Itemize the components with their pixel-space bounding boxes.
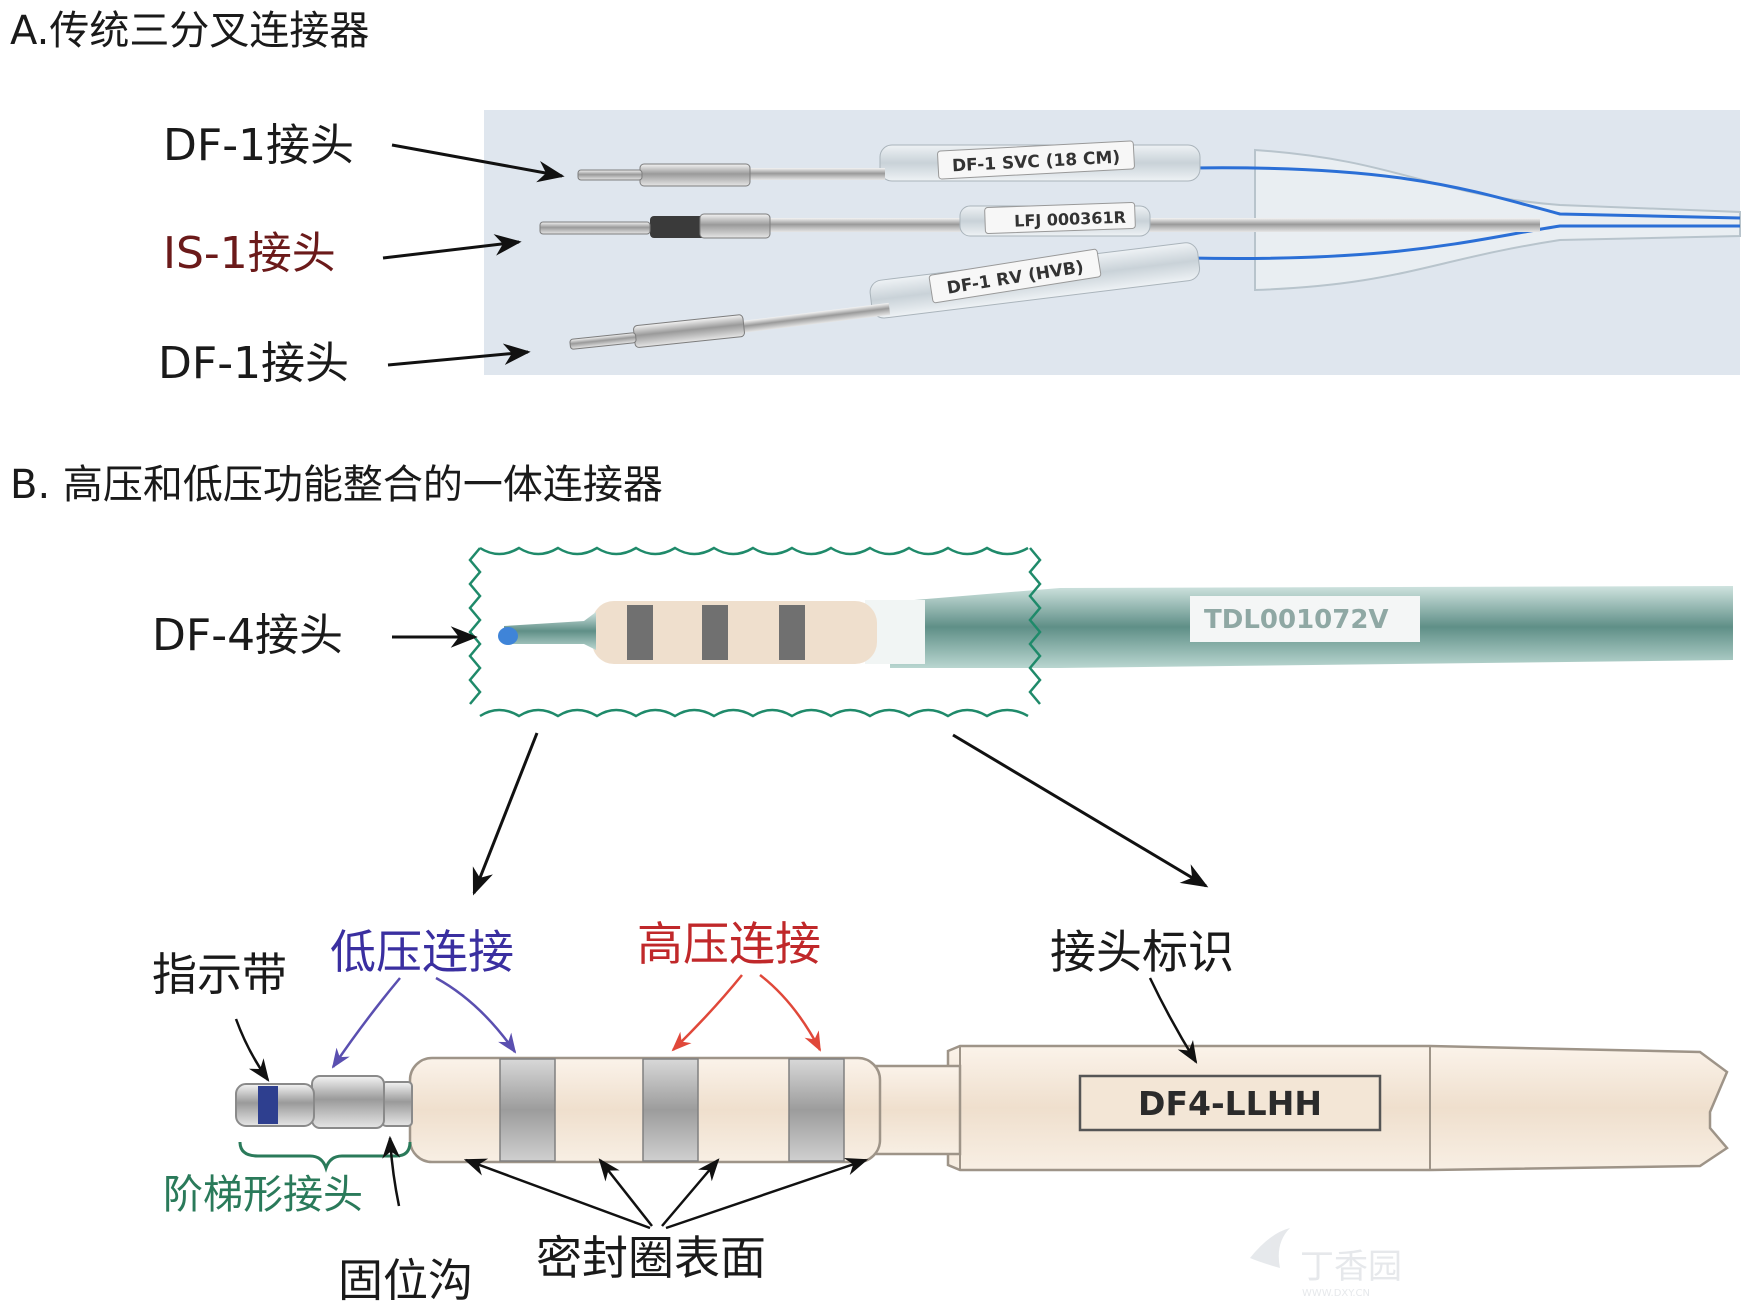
zoom-frame-top-edge: [479, 546, 1029, 556]
tag-svc: [937, 140, 1135, 180]
df1-top-coil: [745, 168, 885, 180]
df4-ring-1: [627, 605, 653, 660]
arrow-seal-1: [463, 1158, 651, 1230]
arrow-df1-top: [391, 143, 565, 183]
df4-serial-text: TDL001072V: [1204, 605, 1389, 635]
tri-connector-photo: DF-1 SVC (18 CM) LFJ 000361R DF-1 RV (HV…: [484, 110, 1741, 375]
df4-connector-illustration: DF4-LLHH: [235, 1044, 1729, 1172]
seal-ring-high-2: [788, 1058, 845, 1162]
arrow-is1: [382, 234, 522, 260]
section-a-title: A.传统三分叉连接器: [10, 8, 369, 54]
indicator-band: [258, 1086, 278, 1124]
arrow-low-voltage-left: [331, 977, 401, 1069]
tag-rv: [928, 248, 1102, 304]
callout-seal-surface: 密封圈表面: [536, 1231, 766, 1285]
is1-body: [699, 213, 771, 239]
zoom-frame-left-edge: [468, 547, 482, 705]
blue-wire-top: [1189, 166, 1741, 220]
callout-stepped-pin: 阶梯形接头: [163, 1172, 363, 1218]
seal-ring-high-1: [642, 1058, 699, 1162]
callout-low-voltage: 低压连接: [330, 925, 514, 979]
arrow-high-voltage-left: [671, 974, 743, 1052]
zoom-arrow-left: [472, 732, 539, 896]
df1-bottom-coil: [739, 302, 891, 334]
watermark: 丁香园 WWW.DXY.CN: [1250, 1228, 1402, 1299]
lock-groove: [381, 1081, 413, 1127]
df4-serial-tag: [1190, 596, 1420, 642]
connector-id-text: DF4-LLHH: [1138, 1084, 1322, 1123]
callout-high-voltage: 高压连接: [637, 917, 821, 971]
label-df1-top: DF-1接头: [163, 120, 354, 171]
arrow-seal-2: [598, 1158, 653, 1227]
connector-id-box: [1078, 1074, 1382, 1132]
seal-ring-low: [499, 1058, 556, 1162]
watermark-logo-icon: [1250, 1228, 1290, 1268]
arrow-seal-3: [661, 1158, 720, 1227]
zoom-arrow-right: [952, 733, 1209, 888]
df1-top-body: [639, 163, 751, 187]
label-df4: DF-4接头: [152, 610, 343, 661]
df1-bottom-pin: [569, 332, 637, 350]
stepped-pin-brace: [238, 1141, 412, 1173]
callout-lock-groove: 固位沟: [338, 1254, 473, 1307]
df4-pin: [504, 612, 596, 650]
zoom-frame-right-edge: [1028, 547, 1042, 705]
arrow-connector-id: [1148, 977, 1198, 1064]
label-df1-bottom: DF-1接头: [158, 338, 349, 389]
tag-serial-text: LFJ 000361R: [1014, 208, 1126, 231]
connector-shaft: [866, 1064, 962, 1156]
callout-connector-id: 接头标识: [1050, 925, 1234, 979]
zoom-frame-bottom-edge: [479, 708, 1029, 718]
pin-ring: [311, 1075, 385, 1129]
df4-pin-tip: [498, 627, 518, 645]
arrow-seal-4: [665, 1157, 869, 1230]
arrow-high-voltage-right: [759, 974, 822, 1052]
df4-ring-2: [702, 605, 728, 660]
arrow-df1-bottom: [387, 343, 531, 367]
df4-lead-photo: TDL001072V: [498, 586, 1733, 668]
arrow-indicator-band: [234, 1018, 270, 1082]
is1-pin: [539, 221, 651, 235]
section-b-title: B. 高压和低压功能整合的一体连接器: [10, 462, 663, 508]
tag-serial: [984, 201, 1136, 235]
df4-ring-3: [779, 605, 805, 660]
callout-indicator-band: 指示带: [152, 948, 287, 1001]
arrow-lock-groove: [382, 1135, 401, 1207]
df4-connector-body: [592, 601, 877, 664]
arrow-low-voltage-right: [435, 976, 517, 1054]
label-is1: IS-1接头: [163, 228, 336, 279]
watermark-text: 丁香园: [1300, 1247, 1402, 1287]
watermark-sub: WWW.DXY.CN: [1302, 1288, 1370, 1299]
df1-top-pin: [577, 169, 643, 181]
